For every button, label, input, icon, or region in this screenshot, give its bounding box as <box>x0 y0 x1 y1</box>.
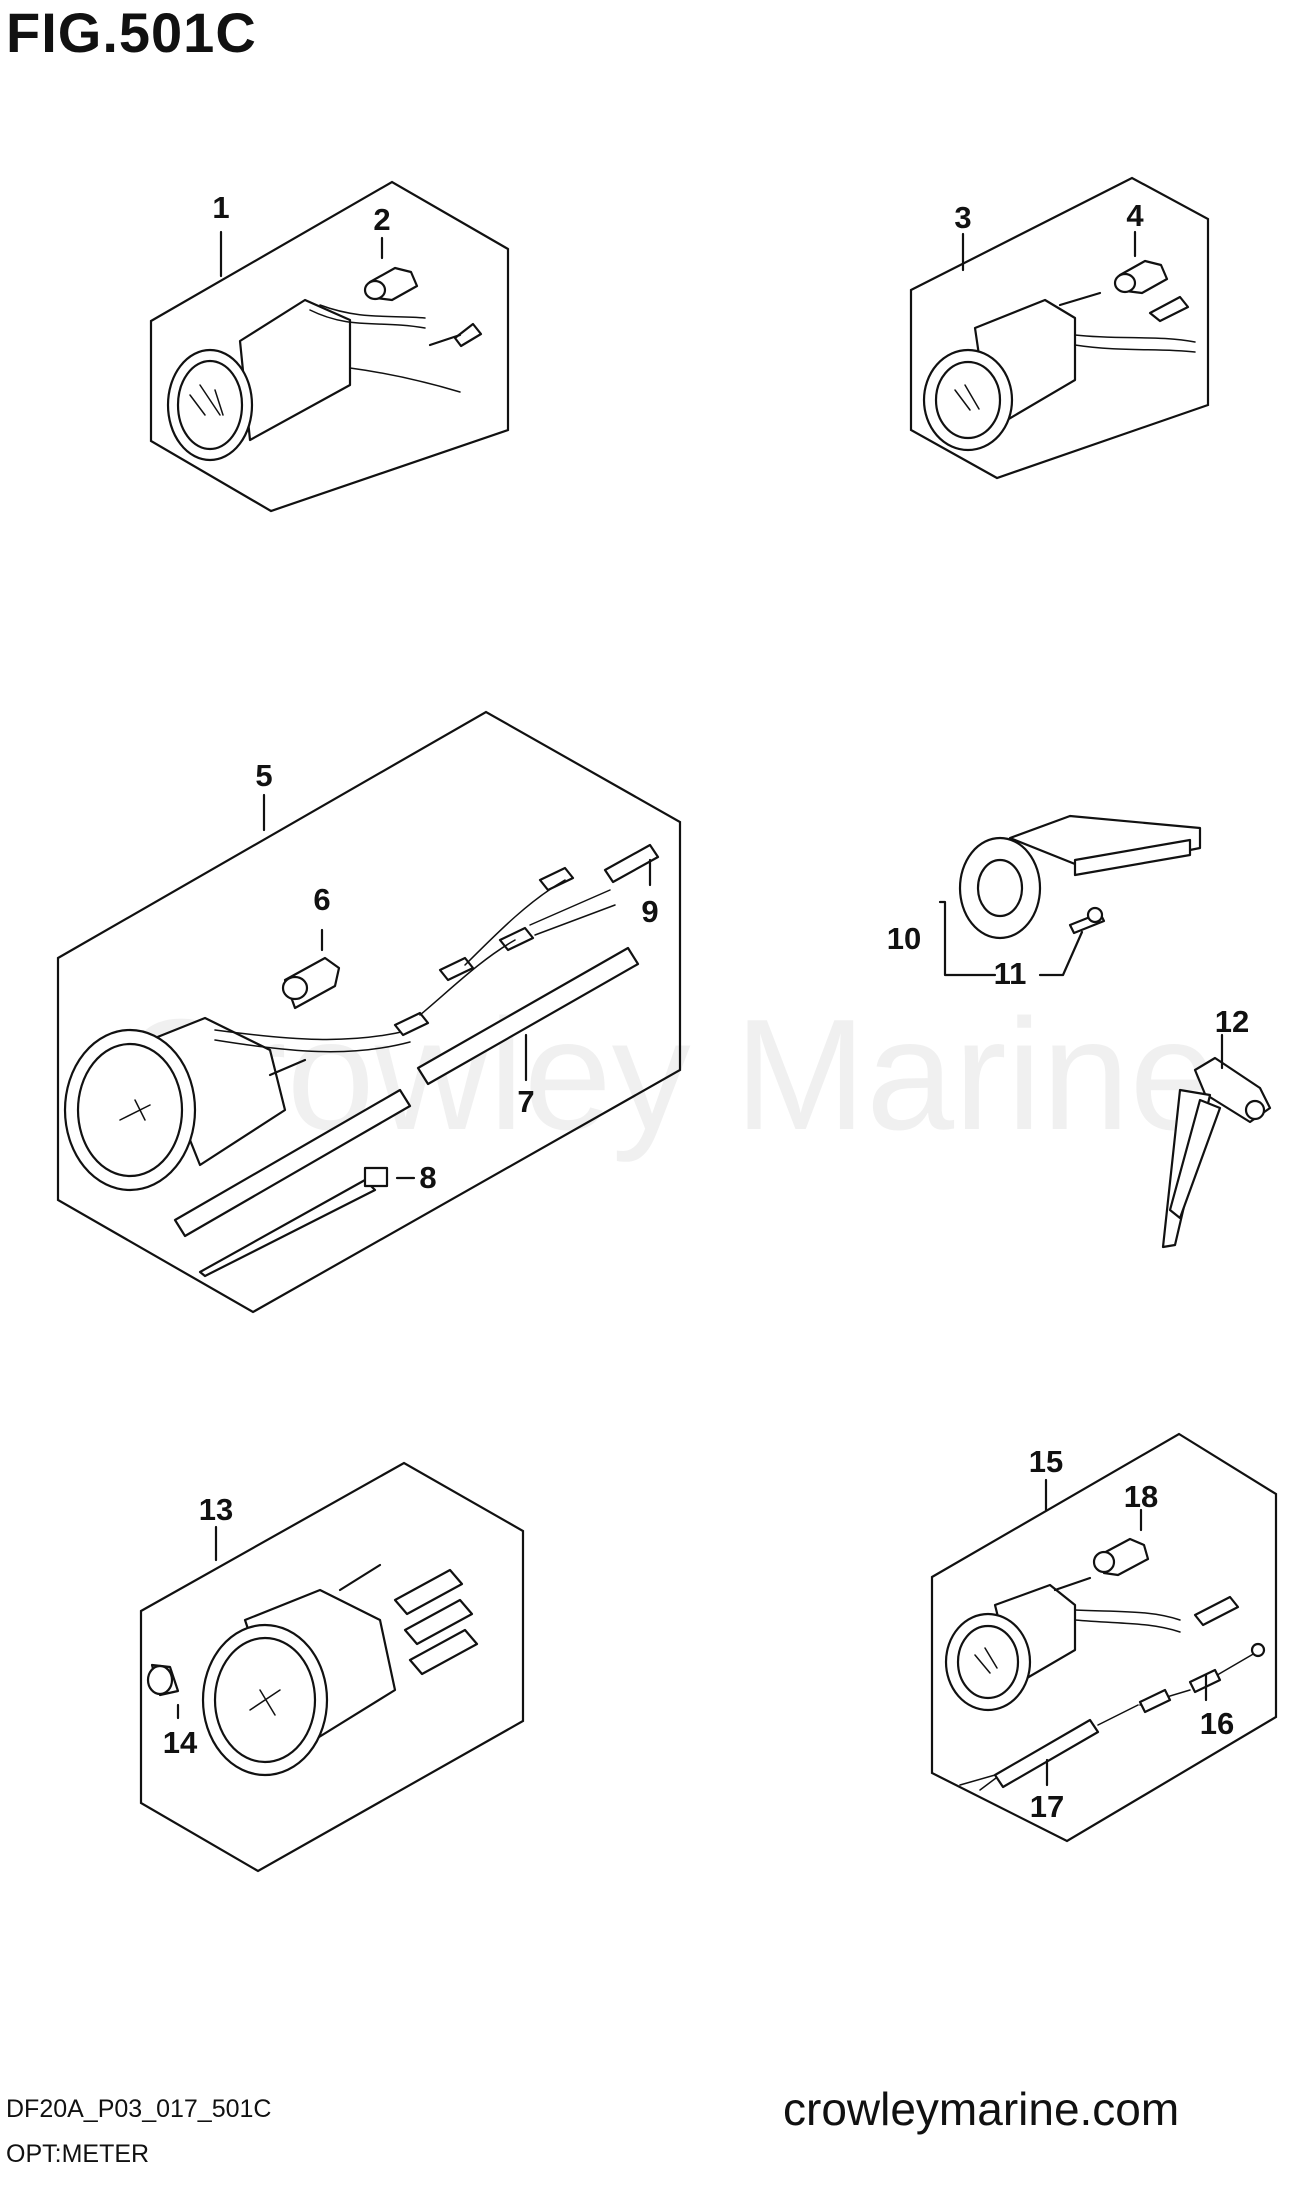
bulb-14 <box>146 1663 180 1697</box>
group-box-5 <box>56 710 682 1314</box>
group-box-3 <box>909 176 1210 480</box>
callout-label: 2 <box>373 202 391 237</box>
gauge-3 <box>922 291 1196 452</box>
bulb-4 <box>1113 259 1190 323</box>
socket-9 <box>603 843 660 884</box>
bulb-6 <box>281 956 341 1010</box>
callout-label: 14 <box>162 1725 198 1760</box>
callout-label: 13 <box>198 1492 234 1527</box>
bulb-2 <box>363 266 419 302</box>
callout-label: 17 <box>1029 1789 1065 1824</box>
bulb-18 <box>1092 1537 1240 1627</box>
callout-label: 15 <box>1028 1444 1064 1479</box>
screw-11 <box>1068 906 1106 935</box>
callout-label: 11 <box>993 956 1027 991</box>
tie-8 <box>198 1166 389 1278</box>
callout-label: 3 <box>954 200 972 235</box>
group-box-1 <box>149 180 510 513</box>
callout-label: 18 <box>1123 1479 1159 1514</box>
group-box-15 <box>930 1432 1278 1843</box>
diagram-code: DF20A_P03_017_501C <box>6 2095 272 2123</box>
callout-label: 6 <box>313 882 331 917</box>
watermark-text: Crowley Marine <box>120 987 1218 1163</box>
harness-5 <box>393 866 616 1037</box>
gauge-13 <box>201 1563 479 1777</box>
sender-12 <box>1161 1056 1272 1249</box>
callout-label: 5 <box>255 758 273 793</box>
callout-label: 4 <box>1126 198 1144 233</box>
harness-16-17 <box>959 1642 1266 1791</box>
gauge-15 <box>944 1576 1181 1712</box>
group-box-13 <box>139 1461 525 1873</box>
tube-7 <box>173 946 640 1238</box>
gauge-1 <box>166 298 483 462</box>
gauge-5 <box>63 1016 411 1192</box>
figure-title: FIG.501C <box>6 1 257 64</box>
callout-label: 12 <box>1214 1004 1250 1039</box>
holder-10 <box>958 814 1202 940</box>
section-name: OPT:METER <box>6 2140 150 2168</box>
callout-label: 7 <box>517 1084 535 1119</box>
site-url: crowleymarine.com <box>783 2083 1180 2135</box>
callout-label: 8 <box>419 1160 437 1195</box>
callout-label: 1 <box>212 190 230 225</box>
callout-label: 9 <box>641 894 659 929</box>
callout-label: 16 <box>1199 1706 1235 1741</box>
callout-label: 10 <box>886 921 922 956</box>
